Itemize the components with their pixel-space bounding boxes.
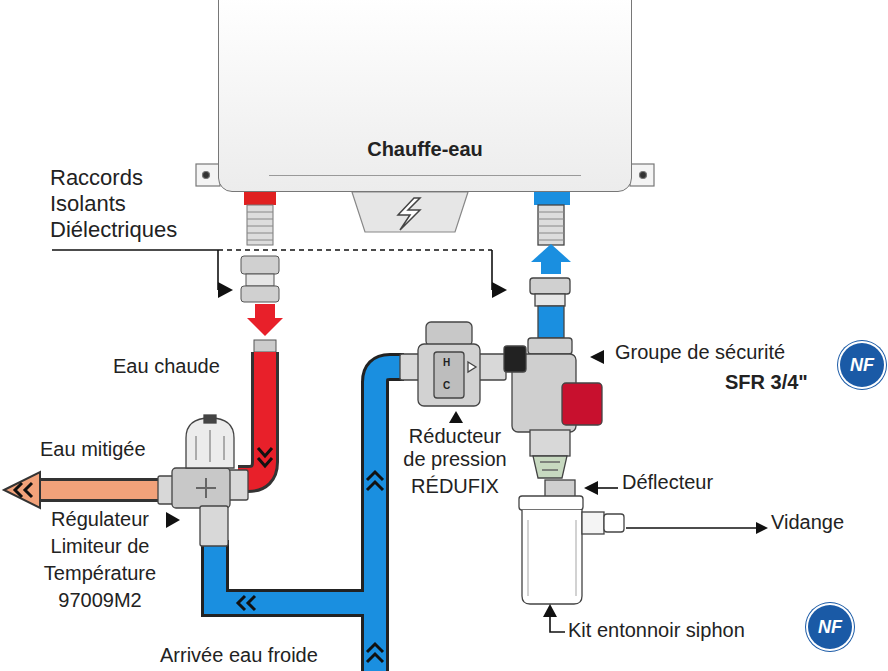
callout-label: Déflecteur [622,470,713,494]
part-number: RÉDUFIX [399,474,511,498]
divider-line [269,175,581,176]
pressure-reducer [400,322,506,406]
leader-lines [52,250,756,632]
callout-label: Vidange [771,510,844,534]
pipe-label: Eau chaude [113,354,220,378]
pipe-label: Arrivée eau froide [160,643,318,667]
certification-logo: NF [808,605,852,649]
part-number: SFR 3/4" [725,370,808,394]
mixing-valve [158,415,248,546]
pipe-label: Eau mitigée [40,437,146,461]
safety-group [504,192,602,478]
callout-label: Régulateur Limiteur de Température [30,506,170,587]
heating-element [352,192,468,232]
mixed-water-pipe [4,472,168,508]
callout-label: Raccords Isolants Diélectriques [50,165,200,243]
port-letter: H [443,357,450,369]
certification-logo: NF [840,343,884,387]
port-letter: C [443,380,450,392]
siphon-funnel [519,480,624,604]
water-heater-box: Chauffe-eau [218,0,632,192]
part-number: 97009M2 [30,588,170,612]
callout-label: Groupe de sécurité [615,340,785,364]
node-title: Chauffe-eau [219,137,631,161]
callout-label: Réducteur de pression [399,425,511,471]
callout-label: Kit entonnoir siphon [568,618,745,642]
hot-outlet [238,192,283,479]
cold-water-pipe [215,367,404,671]
pointer-arrow [166,282,768,617]
